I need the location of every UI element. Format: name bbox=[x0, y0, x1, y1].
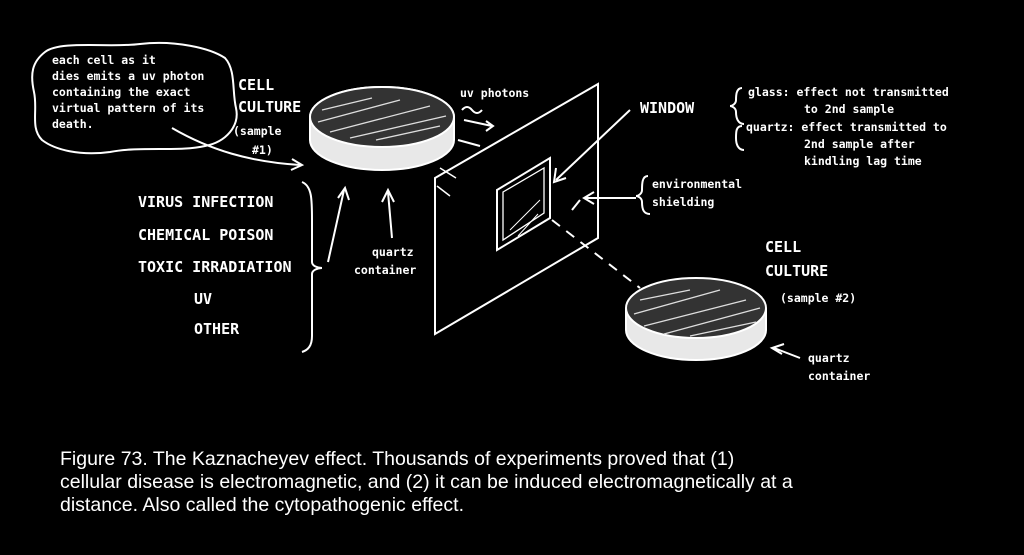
caption-line: cellular disease is electromagnetic, and… bbox=[60, 471, 793, 493]
glass-note: glass: effect not transmitted bbox=[748, 85, 949, 99]
caption-line: Figure 73. The Kaznacheyev effect. Thous… bbox=[60, 448, 735, 470]
uv-photon-arrow bbox=[463, 119, 495, 132]
window-arrow bbox=[552, 109, 631, 184]
causes-bracket bbox=[301, 181, 323, 353]
quartz-container-2-label: container bbox=[808, 369, 870, 383]
quartz-container-2-label: quartz bbox=[808, 351, 850, 365]
bubble-line: each cell as it bbox=[52, 53, 156, 67]
shielding-label: environmental bbox=[652, 177, 742, 191]
kaznacheyev-diagram: each cell as it dies emits a uv photon c… bbox=[31, 41, 949, 383]
quartz-note: 2nd sample after bbox=[804, 137, 915, 151]
cell-culture-1-label: #1) bbox=[252, 143, 273, 157]
cause-item: VIRUS INFECTION bbox=[138, 193, 273, 211]
bubble-pointer-arrow bbox=[171, 127, 301, 166]
cause-item: UV bbox=[194, 290, 212, 308]
bubble-line: virtual pattern of its bbox=[52, 101, 204, 115]
quartz-arrow-1 bbox=[381, 187, 395, 239]
cell-culture-1-label: CELL bbox=[238, 76, 274, 94]
cause-item: OTHER bbox=[194, 320, 240, 338]
caption-line: distance. Also called the cytopathogenic… bbox=[60, 494, 464, 516]
uv-photon-wave bbox=[461, 106, 483, 114]
cause-arrow bbox=[327, 185, 350, 263]
window-label: WINDOW bbox=[640, 99, 695, 117]
quartz-container-1-label: container bbox=[354, 263, 416, 277]
quartz-note: kindling lag time bbox=[804, 154, 922, 168]
shielding-label: shielding bbox=[652, 195, 714, 209]
quartz-note: quartz: effect transmitted to bbox=[746, 120, 947, 134]
shield-panel bbox=[434, 82, 599, 336]
thought-bubble bbox=[31, 41, 238, 155]
cell-culture-dish-1 bbox=[309, 86, 455, 171]
glass-note: to 2nd sample bbox=[804, 102, 894, 116]
cell-culture-1-label: (sample bbox=[233, 124, 282, 138]
cell-culture-2-label: CELL bbox=[765, 238, 801, 256]
quartz-window bbox=[496, 156, 551, 252]
cause-item: TOXIC IRRADIATION bbox=[138, 258, 292, 276]
shielding-arrow bbox=[582, 191, 636, 205]
cell-culture-2-label: CULTURE bbox=[765, 262, 828, 280]
quartz-arrow-2 bbox=[769, 343, 801, 359]
transmission-path bbox=[551, 219, 641, 289]
cell-culture-1-label: CULTURE bbox=[238, 98, 301, 116]
cell-culture-dish-2 bbox=[625, 277, 767, 361]
bubble-line: death. bbox=[52, 117, 94, 131]
cause-item: CHEMICAL POISON bbox=[138, 226, 273, 244]
bubble-line: containing the exact bbox=[52, 85, 191, 99]
uv-photons-label: uv photons bbox=[460, 86, 529, 100]
bubble-line: dies emits a uv photon bbox=[52, 69, 204, 83]
quartz-container-1-label: quartz bbox=[372, 245, 414, 259]
cell-culture-2-label: (sample #2) bbox=[780, 291, 856, 305]
figure-caption: Figure 73. The Kaznacheyev effect. Thous… bbox=[60, 448, 990, 517]
